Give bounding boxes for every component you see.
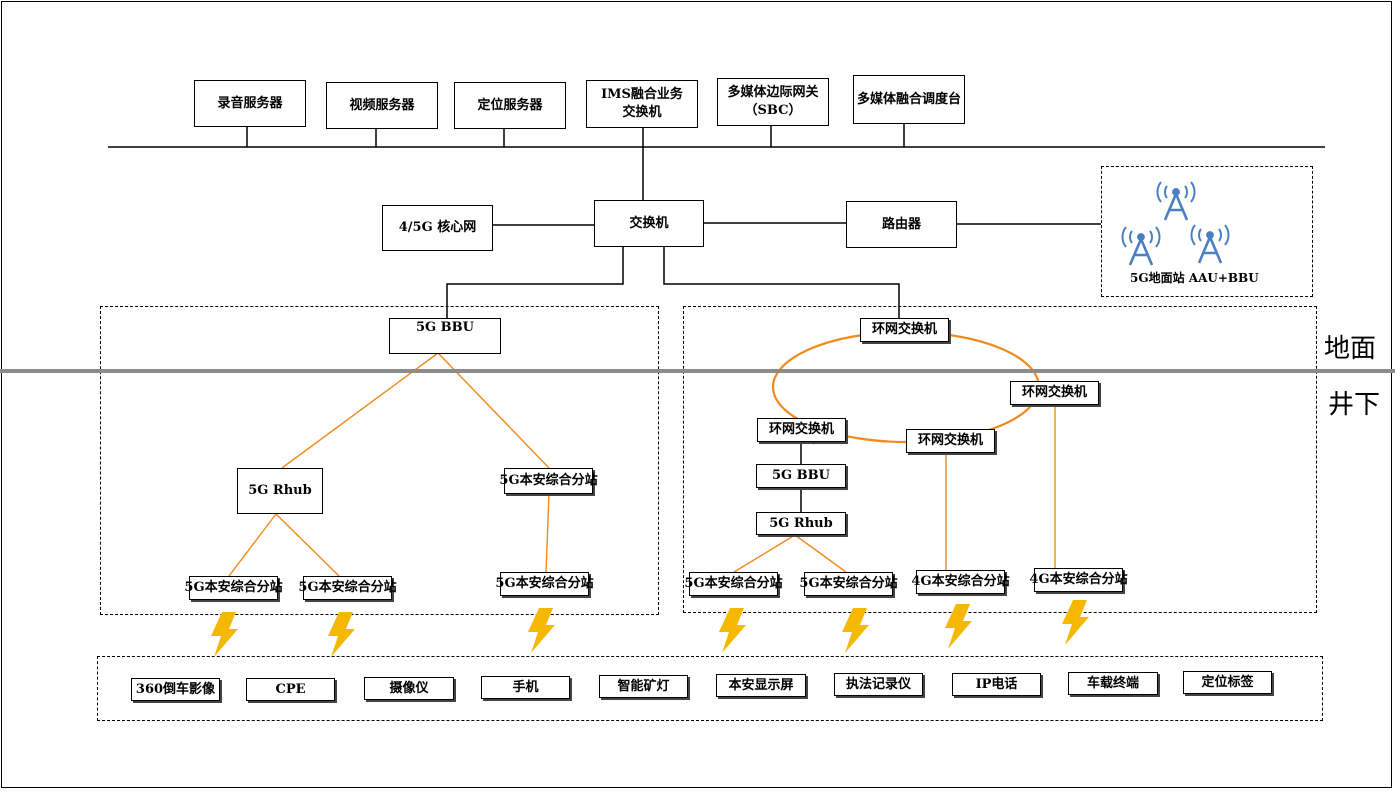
bolt-icon	[328, 612, 355, 657]
router[interactable]: 路由器	[846, 201, 957, 248]
right-leaf-2[interactable]: 5G本安综合分站	[799, 572, 898, 596]
cell-tower-icon	[1190, 224, 1230, 264]
terminal-cpe[interactable]: CPE	[246, 678, 335, 701]
terminal-label: CPE	[275, 681, 306, 697]
positioning-server-label: 定位服务器	[477, 97, 543, 113]
terminal-camera[interactable]: 摄像仪	[364, 677, 454, 700]
terminal-label: 定位标签	[1201, 674, 1254, 690]
recording-server[interactable]: 录音服务器	[194, 80, 306, 127]
terminal-phone[interactable]: 手机	[481, 676, 570, 699]
terminal-label: 车载终端	[1086, 675, 1139, 691]
left-5g-bbu[interactable]: 5G BBU	[389, 318, 501, 354]
left-rhub-to-leaf1	[228, 513, 277, 577]
router-label: 路由器	[881, 216, 921, 232]
terminal-ip-phone[interactable]: IP电话	[952, 673, 1041, 696]
left-5g-rhub[interactable]: 5G Rhub	[237, 468, 323, 514]
main-switch[interactable]: 交换机	[594, 200, 704, 247]
switch-to-ring-top	[663, 247, 900, 318]
positioning-server[interactable]: 定位服务器	[454, 82, 566, 129]
ring-switch-left[interactable]: 环网交换机	[757, 418, 846, 442]
left-5g-rhub-label: 5G Rhub	[248, 483, 312, 499]
ring-switch-right[interactable]: 环网交换机	[1010, 381, 1099, 405]
left-leaf-1-label: 5G本安综合分站	[184, 580, 283, 596]
base-station-group	[1101, 166, 1313, 297]
right-5g-bbu-label: 5G BBU	[772, 468, 830, 484]
terminal-smart-lamp[interactable]: 智能矿灯	[599, 675, 688, 698]
ring-switch-mid[interactable]: 环网交换机	[906, 429, 995, 453]
core-network[interactable]: 4/5G 核心网	[382, 205, 493, 251]
left-underground-group	[100, 306, 659, 615]
bolt-icon	[528, 608, 555, 653]
left-rhub-to-leaf2	[275, 513, 340, 577]
terminal-display[interactable]: 本安显示屏	[716, 674, 806, 697]
video-server[interactable]: 视频服务器	[326, 82, 438, 129]
left-leaf-3[interactable]: 5G本安综合分站	[495, 572, 594, 596]
left-leaf-3-label: 5G本安综合分站	[495, 576, 594, 592]
sbc-gateway-label-1: 多媒体边际网关	[727, 85, 819, 101]
bolt-icon	[842, 608, 869, 653]
recording-server-label: 录音服务器	[217, 95, 283, 111]
video-server-label: 视频服务器	[349, 97, 415, 113]
left-leaf-2-label: 5G本安综合分站	[298, 580, 397, 596]
ring-switch-mid-label: 环网交换机	[917, 433, 983, 449]
ims-switch[interactable]: IMS融合业务 交换机	[586, 80, 698, 128]
terminal-vehicle[interactable]: 车载终端	[1068, 672, 1158, 695]
ring-switch-top[interactable]: 环网交换机	[860, 318, 949, 342]
ring-switch-top-label: 环网交换机	[871, 322, 937, 338]
right-leaf-3[interactable]: 4G本安综合分站	[911, 570, 1010, 594]
switch-to-left-bbu	[446, 247, 624, 318]
right-leaf-2-label: 5G本安综合分站	[799, 576, 898, 592]
ring-switch-right-label: 环网交换机	[1021, 385, 1087, 401]
terminals-group	[97, 656, 1323, 721]
ims-switch-label-1: IMS融合业务	[601, 87, 683, 103]
right-leaf-4[interactable]: 4G本安综合分站	[1029, 568, 1128, 592]
right-rhub-to-leaf2	[794, 534, 847, 573]
cell-tower-icon	[1156, 181, 1196, 221]
wireless-bolts	[211, 600, 1089, 657]
terminal-reversing-camera[interactable]: 360倒车影像	[131, 678, 220, 701]
right-leaf-1-label: 5G本安综合分站	[684, 576, 783, 592]
terminal-positioning-tag[interactable]: 定位标签	[1183, 671, 1272, 694]
left-leaf-1[interactable]: 5G本安综合分站	[184, 576, 283, 600]
dispatch-console-label: 多媒体融合调度台	[856, 91, 961, 107]
dispatch-console[interactable]: 多媒体融合调度台	[853, 75, 965, 124]
terminal-label: IP电话	[975, 676, 1018, 692]
bolt-icon	[719, 608, 746, 653]
right-5g-bbu[interactable]: 5G BBU	[756, 464, 846, 488]
ims-switch-label-2: 交换机	[622, 105, 662, 120]
terminal-label: 本安显示屏	[728, 677, 794, 693]
level-below-label: 井下	[1328, 390, 1381, 420]
left-leaf-2[interactable]: 5G本安综合分站	[298, 576, 397, 600]
right-underground-group	[683, 306, 1317, 613]
left-substation-label: 5G本安综合分站	[499, 473, 598, 489]
sbc-gateway[interactable]: 多媒体边际网关 （SBC）	[717, 78, 829, 126]
terminal-label: 智能矿灯	[617, 678, 670, 694]
terminal-label: 摄像仪	[389, 680, 429, 696]
core-network-label: 4/5G 核心网	[398, 220, 477, 236]
terminal-label: 手机	[512, 679, 539, 695]
cell-tower-icon	[1121, 226, 1161, 266]
right-5g-rhub[interactable]: 5G Rhub	[756, 512, 846, 535]
main-switch-label: 交换机	[629, 215, 669, 231]
terminal-label: 360倒车影像	[135, 681, 216, 697]
base-station-label: 5G地面站 AAU+BBU	[1130, 271, 1259, 285]
terminal-body-camera[interactable]: 执法记录仪	[834, 673, 923, 696]
ring-switch-left-label: 环网交换机	[768, 422, 834, 438]
bolt-icon	[211, 612, 238, 657]
right-5g-rhub-label: 5G Rhub	[769, 515, 833, 531]
right-leaf-4-label: 4G本安综合分站	[1029, 572, 1128, 588]
right-leaf-3-label: 4G本安综合分站	[911, 574, 1010, 590]
level-above-label: 地面	[1324, 334, 1377, 364]
sbc-gateway-label-2: （SBC）	[744, 103, 802, 118]
bolt-icon	[945, 604, 972, 649]
right-leaf-1[interactable]: 5G本安综合分站	[684, 572, 783, 596]
left-substation[interactable]: 5G本安综合分站	[499, 468, 598, 494]
terminal-label: 执法记录仪	[845, 676, 911, 692]
right-rhub-to-leaf1	[733, 534, 796, 573]
bolt-icon	[1062, 600, 1089, 645]
left-substation-to-leaf3	[545, 493, 550, 573]
left-5g-bbu-label: 5G BBU	[416, 320, 474, 335]
